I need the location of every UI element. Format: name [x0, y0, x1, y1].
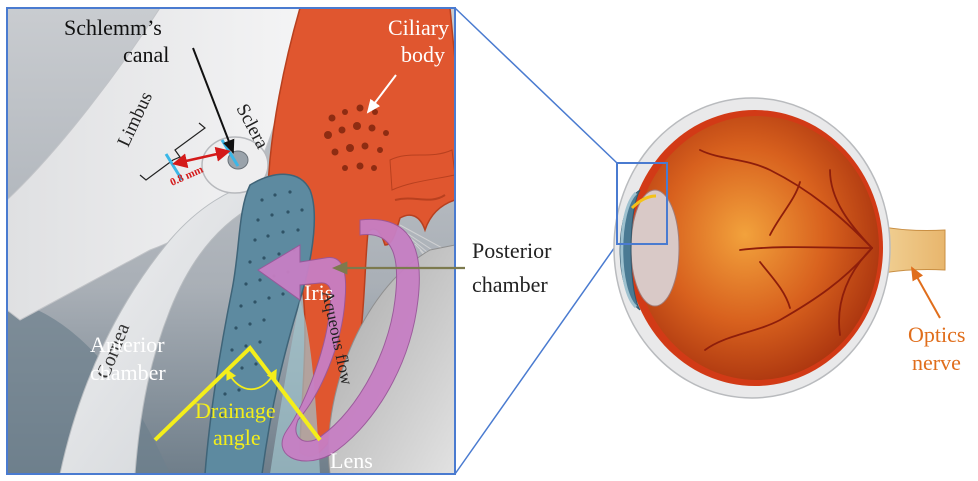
- optics-nerve-label-2: nerve: [912, 350, 961, 375]
- posterior-chamber-label-2: chamber: [472, 272, 548, 297]
- anterior-chamber-label-1: Anterior: [90, 332, 165, 357]
- optics-nerve-label-1: Optics: [908, 322, 965, 347]
- eyeball-lens: [631, 190, 679, 306]
- optics-nerve-pointer: [912, 268, 940, 318]
- anterior-chamber-label-2: chamber: [90, 360, 166, 385]
- schlemm-label-1: Schlemm’s: [64, 15, 162, 40]
- ciliary-label-2: body: [401, 42, 445, 67]
- lens-label: Lens: [330, 448, 373, 473]
- posterior-chamber-label-1: Posterior: [472, 238, 552, 263]
- zoom-connector-top: [455, 8, 617, 163]
- whole-eye-illustration: [614, 98, 945, 398]
- schlemm-label-2: canal: [123, 42, 169, 67]
- drainage-angle-label-2: angle: [213, 425, 261, 450]
- ciliary-label-1: Ciliary: [388, 15, 449, 40]
- drainage-angle-label-1: Drainage: [195, 398, 276, 423]
- zoomed-angle-panel: 0.8 mm Schlemm’s canal Ciliary body Limb…: [7, 8, 455, 474]
